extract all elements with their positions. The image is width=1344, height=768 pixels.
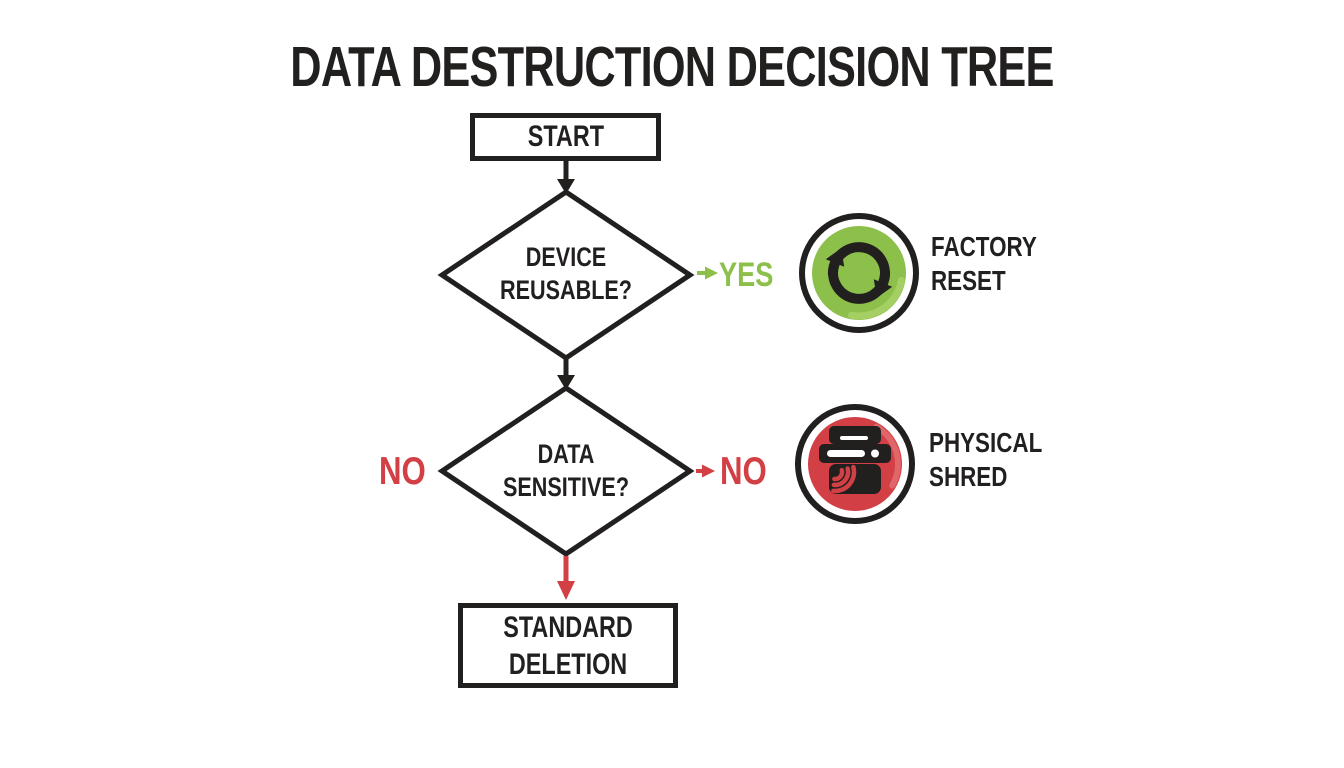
edge-decision2-to-end bbox=[557, 556, 575, 600]
arrowhead-down-icon bbox=[557, 179, 575, 194]
shredder-icon bbox=[819, 426, 891, 494]
decision2-line1: DATA bbox=[537, 439, 595, 469]
no-branch-label-right: NO bbox=[720, 450, 767, 493]
arrowhead-down-icon bbox=[557, 581, 575, 600]
decision2-diamond bbox=[437, 384, 695, 558]
edge-start-to-decision1 bbox=[557, 161, 575, 194]
decision2-label: DATA SENSITIVE? bbox=[436, 438, 696, 504]
end-node-line2: DELETION bbox=[508, 647, 628, 681]
decision1-label: DEVICE REUSABLE? bbox=[436, 241, 696, 307]
edge-decision1-to-decision2 bbox=[557, 358, 575, 390]
yes-branch-label: YES bbox=[719, 256, 774, 294]
no-branch-label-left: NO bbox=[379, 450, 426, 493]
decision1-line2: REUSABLE? bbox=[499, 275, 632, 305]
badge-shade bbox=[848, 277, 905, 320]
arrowhead-right-icon bbox=[705, 266, 718, 280]
decision2-line2: SENSITIVE? bbox=[502, 472, 630, 502]
end-node-line1: STANDARD bbox=[503, 610, 633, 644]
decision1-line1: DEVICE bbox=[525, 242, 607, 272]
arrowhead-right-icon bbox=[702, 464, 715, 478]
badge-shade bbox=[873, 423, 901, 489]
factory-reset-badge bbox=[799, 213, 919, 333]
edge-decision1-yes bbox=[697, 266, 718, 280]
standard-deletion-node: STANDARD DELETION bbox=[458, 603, 678, 688]
page-title: DATA DESTRUCTION DECISION TREE bbox=[290, 35, 1054, 99]
badge-fill bbox=[812, 226, 906, 320]
start-node: START bbox=[470, 113, 661, 161]
physical-shred-badge bbox=[795, 404, 915, 524]
physical-shred-label: PHYSICAL SHRED bbox=[929, 427, 1043, 492]
edge-decision2-no bbox=[696, 464, 715, 478]
arrowhead-down-icon bbox=[557, 375, 575, 390]
sync-arrows-icon bbox=[825, 242, 893, 304]
start-node-label: START bbox=[527, 120, 604, 153]
factory-reset-label: FACTORY RESET bbox=[931, 231, 1037, 296]
